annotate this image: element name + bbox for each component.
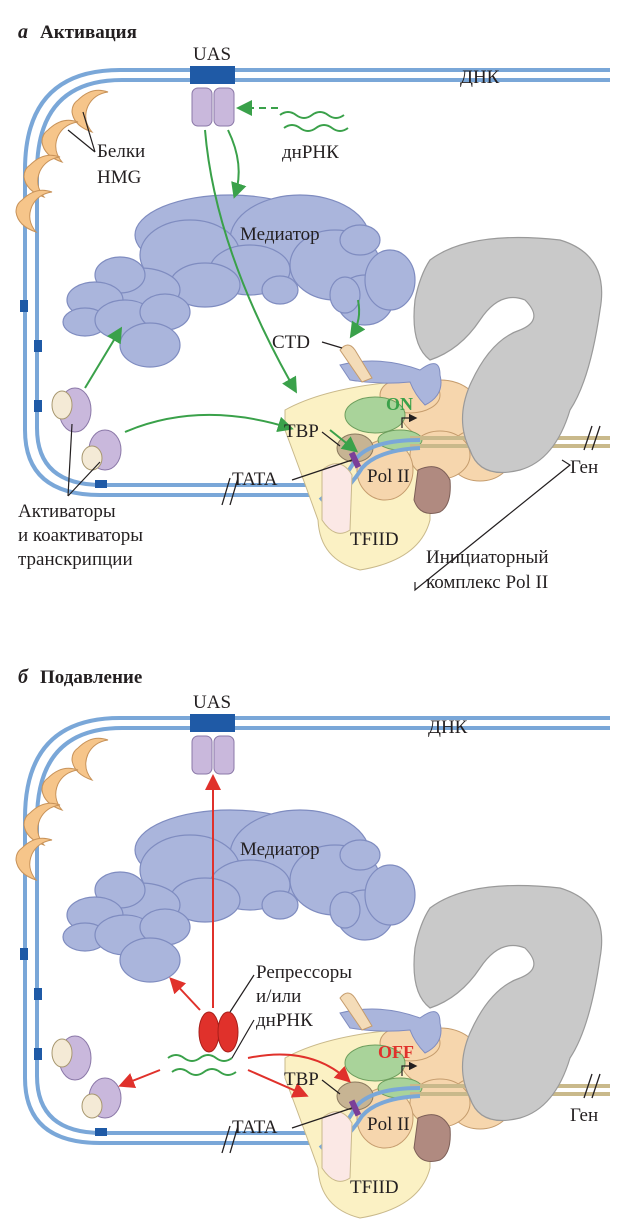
uas-label: UAS	[193, 692, 231, 713]
hmg-protein	[15, 837, 53, 881]
hmg-protein	[71, 737, 109, 781]
hmg-label-line2: HMG	[97, 167, 142, 188]
panel-b-title: Подавление	[40, 667, 142, 688]
complex-label-line1: Инициаторный	[426, 547, 549, 568]
ncrna-label: днРНК	[282, 142, 339, 163]
tfiid-label: TFIID	[350, 1177, 399, 1198]
hmg-protein	[15, 189, 53, 233]
pol2-initiation-complex	[285, 886, 610, 1219]
panel-b: б Подавление	[15, 666, 610, 1219]
uas-label: UAS	[193, 44, 231, 65]
pol2-label: Pol II	[367, 1114, 410, 1135]
activators-label-line1: Активаторы	[18, 501, 116, 522]
hmg-label-line1: Белки	[97, 141, 145, 162]
status-label: ON	[386, 394, 413, 414]
status-label: OFF	[378, 1042, 414, 1062]
uas-site	[190, 66, 235, 84]
uas-site	[190, 714, 235, 732]
gene-label: Ген	[570, 1105, 598, 1126]
panel-b-letter: б	[18, 666, 29, 688]
transcription-activators	[51, 387, 122, 471]
activators-label-line3: транскрипции	[18, 549, 133, 570]
uas-activator-left	[191, 87, 213, 127]
mediator-complex	[62, 194, 416, 368]
panel-a-letter: а	[18, 21, 28, 43]
tfiid-label: TFIID	[350, 529, 399, 550]
ncrna-wave	[167, 1054, 233, 1062]
transcription-activators	[51, 1035, 122, 1119]
tbp-label: TBP	[284, 421, 319, 442]
ctd-label: CTD	[272, 332, 310, 353]
complex-label-line2: комплекс Pol II	[426, 572, 548, 593]
uas-activator-right	[213, 87, 235, 127]
panel-a: а Активация	[15, 21, 610, 593]
repressors	[198, 1011, 239, 1053]
repressors-label-line3: днРНК	[256, 1010, 313, 1031]
repressors-label-line1: Репрессоры	[256, 962, 352, 983]
dna-label: ДНК	[428, 717, 468, 738]
mediator-label: Медиатор	[240, 839, 320, 860]
panel-a-title: Активация	[40, 22, 137, 43]
tata-label: TATA	[232, 469, 278, 490]
mediator-complex	[62, 809, 416, 983]
ncrna-wave	[279, 111, 345, 119]
hmg-protein	[71, 89, 109, 133]
pol2-label: Pol II	[367, 466, 410, 487]
uas-activator-right	[213, 735, 235, 775]
gene-label: Ген	[570, 457, 598, 478]
tbp-label: TBP	[284, 1069, 319, 1090]
dna-label: ДНК	[460, 67, 500, 88]
mediator-label: Медиатор	[240, 224, 320, 245]
repressors-label-line2: и/или	[256, 986, 301, 1007]
activators-label-line2: и коактиваторы	[18, 525, 143, 546]
uas-activator-left	[191, 735, 213, 775]
tata-label: TATA	[232, 1117, 278, 1138]
